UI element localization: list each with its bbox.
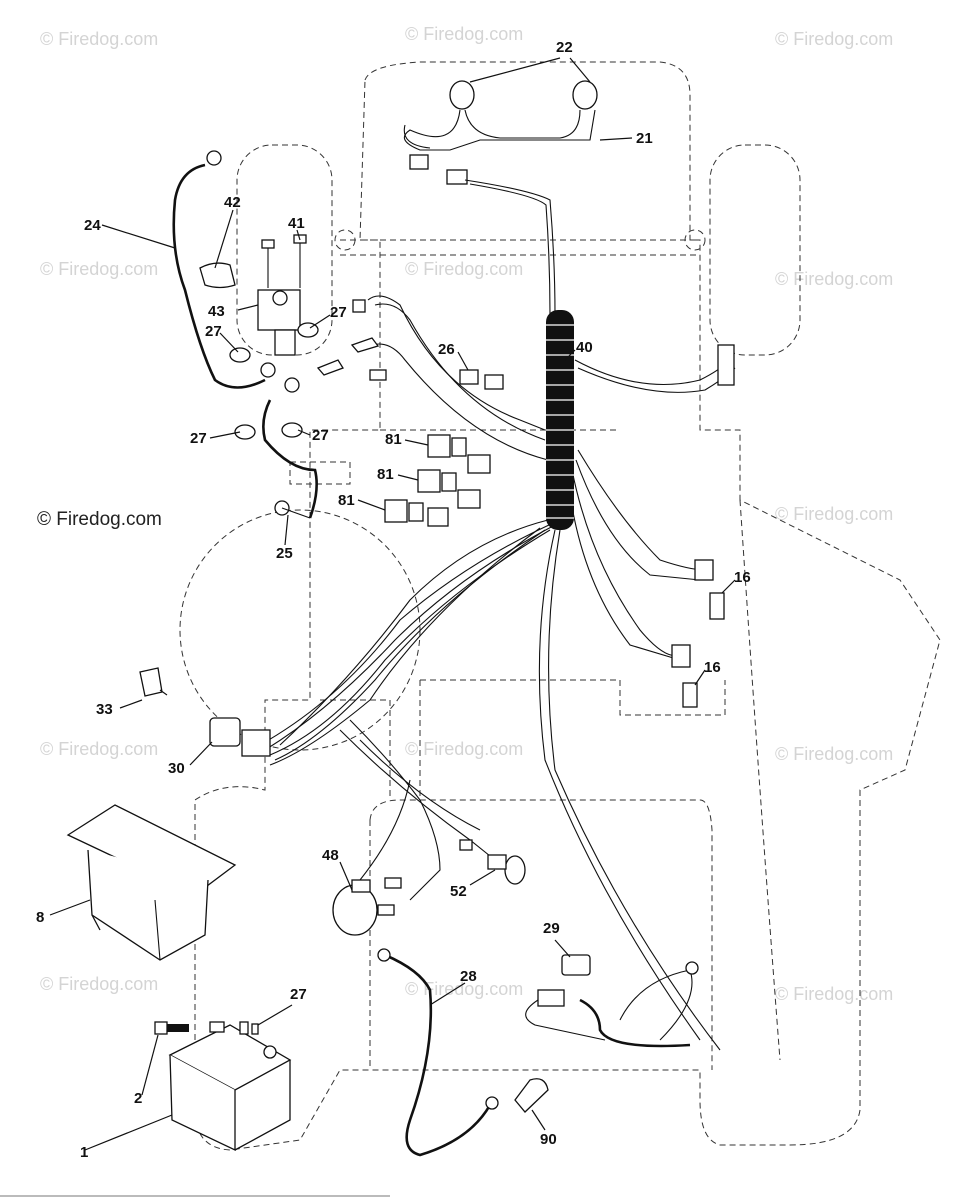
callout-label: 16 [704,659,721,676]
watermark: © Firedog.com [775,29,893,49]
leader-lines [49,57,736,1151]
callout-label: 30 [168,760,185,777]
watermark: © Firedog.com [775,744,893,764]
harness-sleeve [546,310,574,530]
watermark: © Firedog.com [775,504,893,524]
watermark: © Firedog.com [40,974,158,994]
callout-label: 90 [540,1131,557,1148]
chassis-outline [179,61,941,1151]
watermark: © Firedog.com [775,269,893,289]
callout-label: 33 [96,701,113,718]
callout-label: 27 [330,304,347,321]
callout-label: 26 [438,341,455,358]
watermark: © Firedog.com [405,259,523,279]
watermark: © Firedog.com [775,984,893,1004]
callout-label: 22 [556,39,573,56]
callout-label: 2 [134,1090,142,1107]
watermark: © Firedog.com [405,979,523,999]
callout-label: 25 [276,545,293,562]
main-wire-harness [259,179,736,1051]
callout-label: 28 [460,968,477,985]
watermark-layer: © Firedog.com © Firedog.com © Firedog.co… [40,24,893,1004]
watermark: © Firedog.com [405,739,523,759]
callout-label: 81 [377,466,394,483]
callout-label: 1 [80,1144,88,1161]
callout-label: 16 [734,569,751,586]
right-connectors [671,344,735,708]
callout-label: 27 [312,427,329,444]
ignition-switch [139,667,271,757]
callout-label: 8 [36,909,44,926]
callout-label: 40 [576,339,593,356]
callout-label: 41 [288,215,305,232]
watermark: © Firedog.com [40,739,158,759]
callout-label: 81 [385,431,402,448]
callout-label: 43 [208,303,225,320]
watermark: © Firedog.com [40,259,158,279]
callout-label: 27 [205,323,222,340]
callout-label: 21 [636,130,653,147]
callout-label: 24 [84,217,101,234]
copyright-notice: © Firedog.com [37,509,162,530]
callout-label: 52 [450,883,467,900]
callout-label: 42 [224,194,241,211]
battery-box [66,804,237,961]
bottom-harness [377,948,699,1157]
callout-labels: 22 21 24 42 41 43 27 27 27 27 26 40 81 8… [36,39,751,1161]
callout-label: 29 [543,920,560,937]
callout-label: 27 [190,430,207,447]
watermark: © Firedog.com [40,29,158,49]
headlight-assembly [403,80,598,185]
callout-label: 27 [290,986,307,1003]
battery [154,1021,292,1152]
lamp-assembly [332,839,526,936]
callout-label: 48 [322,847,339,864]
callout-label: 81 [338,492,355,509]
relays [316,299,504,527]
watermark: © Firedog.com [405,24,523,44]
solenoid-assembly [172,150,319,519]
